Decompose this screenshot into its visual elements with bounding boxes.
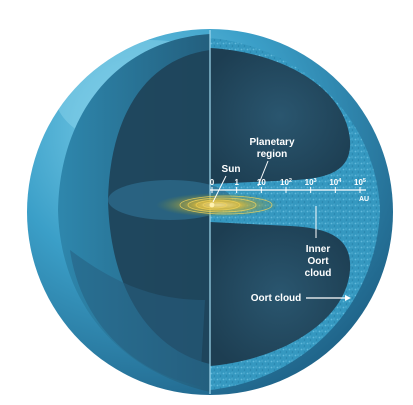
inner-cavity-lower — [210, 222, 351, 366]
inner-oort-label-line1: Inner — [306, 244, 331, 255]
lower-left-lobe — [70, 250, 205, 386]
orbit-rings-icon — [156, 193, 280, 217]
planetary-region-label-line2: region — [257, 149, 288, 160]
scale-tick-label: 104 — [329, 178, 342, 187]
label-oort-cloud: Oort cloud — [251, 293, 351, 304]
scale-tick-label: 105 — [354, 178, 366, 187]
scale-tick-label: 1 — [234, 178, 239, 187]
scale-tick-marks — [211, 187, 361, 193]
sun-icon — [209, 202, 215, 208]
inner-cavity-upper — [210, 48, 351, 184]
sun-label: Sun — [222, 164, 241, 175]
planetary-region-label-line1: Planetary — [249, 137, 294, 148]
label-sun: Sun — [212, 164, 241, 203]
scale-tick-label: 103 — [305, 178, 317, 187]
orbit-rings — [179, 195, 273, 215]
planetary-pointer-line — [257, 160, 269, 187]
inner-oort-label-line3: cloud — [305, 268, 332, 279]
scale-tick-labels: 0 1 10 102 103 104 105 — [210, 178, 366, 187]
arrow-right-icon — [306, 295, 351, 301]
inner-oort-label-line2: Oort — [307, 256, 329, 267]
label-inner-oort-cloud: Inner Oort cloud — [305, 206, 332, 279]
scale-axis: 0 1 10 102 103 104 105 AU — [210, 178, 369, 203]
scale-unit-label: AU — [359, 196, 369, 203]
scale-tick-label: 10 — [257, 178, 266, 187]
label-planetary-region: Planetary region — [249, 137, 295, 187]
sun-pointer-line — [212, 175, 227, 203]
oort-cloud-label: Oort cloud — [251, 293, 302, 304]
scale-tick-label: 102 — [280, 178, 292, 187]
scale-tick-label: 0 — [210, 178, 215, 187]
